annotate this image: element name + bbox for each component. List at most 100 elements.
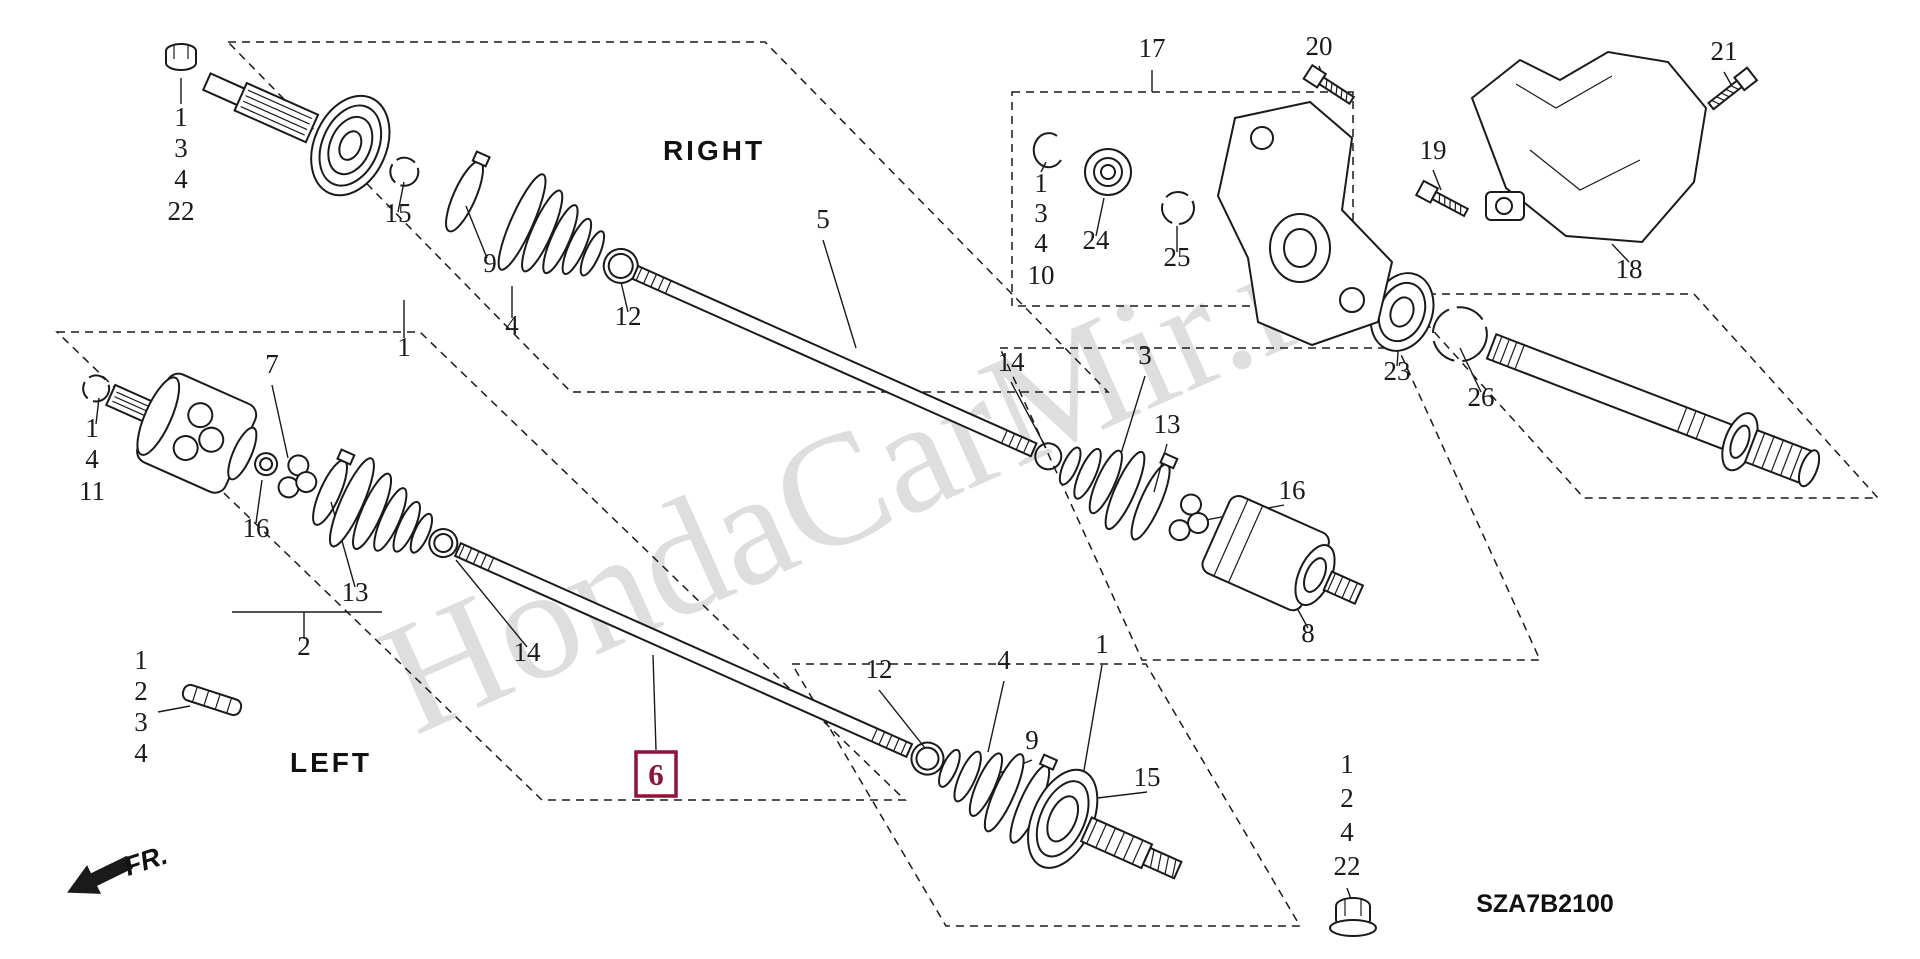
callout-2: 2 (1340, 783, 1354, 813)
set-ring-pin (181, 683, 243, 717)
callout-14: 14 (998, 347, 1026, 377)
callout-3: 3 (1138, 340, 1152, 370)
right-outer-spline (233, 81, 320, 144)
callout-24: 24 (1083, 225, 1111, 255)
right-side-label: RIGHT (663, 135, 765, 166)
left-driveshaft (82, 372, 1183, 880)
callout-4: 4 (134, 738, 148, 768)
left-snap-ring-11 (82, 374, 111, 403)
right-boot-band-14 (1034, 442, 1063, 471)
snap-ring-26 (1431, 306, 1488, 363)
outline-right-outer-group (226, 41, 1110, 393)
callout-2: 2 (134, 676, 148, 706)
right-driveshaft (201, 72, 1365, 612)
fr-label: FR. (121, 840, 172, 882)
callout-9: 9 (1025, 725, 1039, 755)
heat-shield-18 (1470, 50, 1708, 244)
callout-3: 3 (1034, 198, 1048, 228)
outline-left-inner-group (55, 331, 907, 801)
left-outer-joint (1027, 768, 1183, 880)
callout-13: 13 (1154, 409, 1181, 439)
highlighted-callout-6[interactable]: 6 (634, 750, 678, 798)
left-inboard-boot (328, 457, 434, 554)
callout-1: 1 (174, 102, 188, 132)
callout-1: 1 (134, 645, 148, 675)
callout-4: 4 (997, 645, 1011, 675)
callout-8: 8 (1301, 618, 1315, 648)
c-clip-10 (1032, 132, 1062, 169)
callout-21: 21 (1711, 36, 1738, 66)
callout-4: 4 (1034, 228, 1048, 258)
highlighted-callout-number[interactable]: 6 (648, 757, 664, 792)
callout-18: 18 (1616, 254, 1643, 284)
callout-4: 4 (174, 164, 188, 194)
outline-intermediate-shaft-group (1398, 293, 1880, 499)
spindle-nut-22 (1329, 897, 1377, 937)
callout-9: 9 (483, 248, 497, 278)
right-inboard-boot-3 (1058, 446, 1146, 531)
left-boot-band-14 (428, 528, 459, 559)
callout-1: 1 (397, 332, 411, 362)
callout-1: 1 (1340, 749, 1354, 779)
callout-16: 16 (243, 513, 270, 543)
outline-left-outer-group (790, 663, 1302, 927)
right-snap-ring-15 (389, 156, 420, 187)
bolt-19 (1414, 179, 1470, 218)
callout-19: 19 (1420, 135, 1447, 165)
callout-4: 4 (85, 444, 99, 474)
callout-10: 10 (1028, 260, 1055, 290)
callout-2: 2 (297, 631, 311, 661)
snap-ring-25 (1161, 191, 1195, 225)
callout-15: 15 (1134, 762, 1161, 792)
outline-bracket-group (1011, 91, 1354, 307)
callout-3: 3 (174, 133, 188, 163)
flange-nut-top (165, 43, 197, 71)
callout-3: 3 (134, 707, 148, 737)
bolt-21 (1707, 66, 1759, 111)
shaft-bearing-23 (1369, 272, 1435, 352)
callout-4: 4 (505, 310, 519, 340)
right-outboard-boot (497, 173, 606, 277)
bearing-24 (1084, 148, 1132, 196)
callout-16: 16 (1279, 475, 1306, 505)
group-outline-boxes (55, 41, 1880, 927)
callout-22: 22 (1334, 851, 1361, 881)
left-spider-joint-7 (277, 454, 318, 499)
callout-1: 1 (1095, 629, 1109, 659)
left-boot-band-13 (312, 448, 356, 526)
bolt-20 (1302, 63, 1356, 106)
callout-1: 1 (85, 413, 99, 443)
callout-7: 7 (265, 349, 279, 379)
right-boot-band-13 (1130, 452, 1179, 541)
right-boot-band-9 (445, 150, 491, 233)
left-side-label: LEFT (290, 747, 372, 778)
right-outer-joint (310, 94, 391, 197)
callout-14: 14 (514, 637, 542, 667)
callout-12: 12 (866, 654, 893, 684)
intermediate-shaft (1369, 272, 1821, 488)
callout-17: 17 (1139, 33, 1166, 63)
callout-4: 4 (1340, 817, 1354, 847)
callout-15: 15 (385, 198, 412, 228)
callout-11: 11 (79, 476, 105, 506)
callout-1: 1 (1034, 168, 1048, 198)
right-shaft-5 (631, 264, 1038, 458)
right-inner-joint-8 (1201, 494, 1365, 612)
outline-right-inner-group (998, 347, 1542, 661)
fr-arrow (67, 855, 134, 894)
left-ring-16 (254, 452, 279, 477)
mount-bracket-17 (1032, 100, 1394, 347)
callout-5: 5 (816, 204, 830, 234)
right-spider-joint-16 (1168, 493, 1210, 542)
callout-22: 22 (168, 196, 195, 226)
callout-25: 25 (1164, 242, 1191, 272)
left-outboard-boot-9 (938, 748, 1025, 833)
callout-12: 12 (615, 301, 642, 331)
callout-20: 20 (1306, 31, 1333, 61)
left-shaft-6 (453, 541, 914, 759)
callout-23: 23 (1384, 356, 1411, 386)
callout-13: 13 (342, 577, 369, 607)
